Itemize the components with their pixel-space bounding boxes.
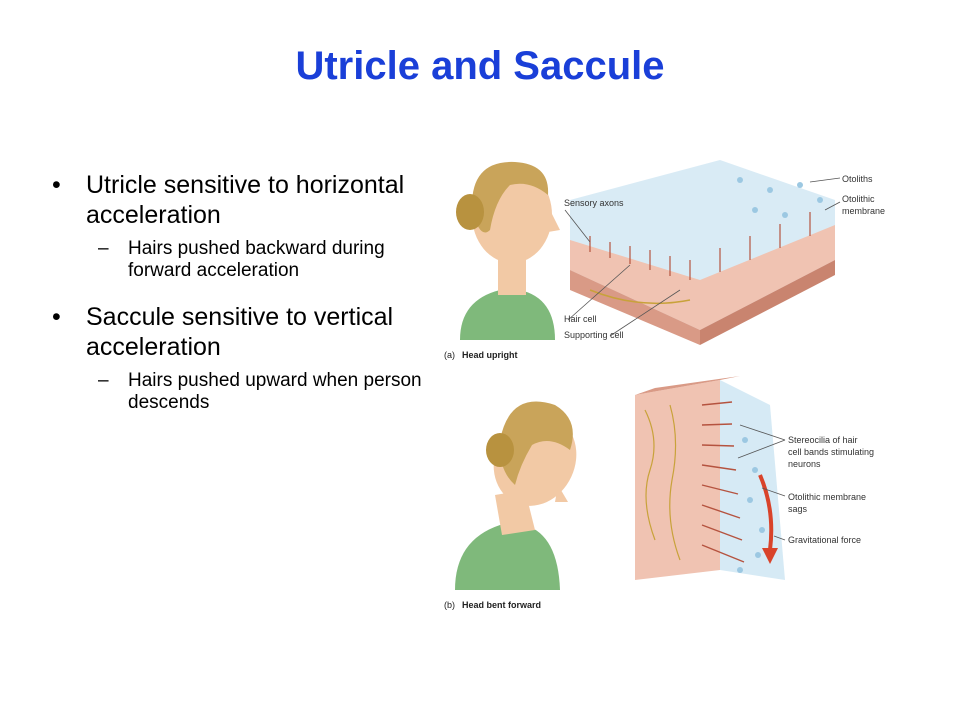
label-stereocilia-line2: cell bands stimulating — [788, 447, 874, 457]
bullet-saccule-text: Saccule sensitive to vertical accelerati… — [86, 303, 393, 361]
slide-title: Utricle and Saccule — [0, 44, 960, 89]
label-gravitational-force: Gravitational force — [788, 535, 861, 545]
label-supporting-cell: Supporting cell — [564, 330, 624, 340]
label-otoliths: Otoliths — [842, 174, 873, 184]
subbullet-saccule: – Hairs pushed upward when person descen… — [52, 370, 422, 414]
caption-b-letter: (b) — [444, 600, 455, 610]
label-hair-cell: Hair cell — [564, 314, 597, 324]
utricle-macula-diagram — [570, 160, 835, 345]
label-membrane-sags-line1: Otolithic membrane — [788, 492, 866, 502]
head-bent-forward-illustration — [455, 400, 591, 590]
bullet-saccule: • Saccule sensitive to vertical accelera… — [52, 302, 422, 362]
head-upright-illustration — [456, 162, 560, 340]
saccule-macula-diagram — [635, 376, 785, 580]
subbullet-saccule-text: Hairs pushed upward when person descends — [128, 370, 422, 413]
subbullet-dash: – — [98, 238, 109, 260]
caption-a-text: Head upright — [462, 350, 518, 360]
label-otolithic-membrane-line2: membrane — [842, 206, 885, 216]
bullet-dot: • — [52, 302, 61, 332]
bullet-list: • Utricle sensitive to horizontal accele… — [52, 170, 422, 414]
label-sensory-axons: Sensory axons — [564, 198, 624, 208]
subbullet-utricle: – Hairs pushed backward during forward a… — [52, 238, 422, 282]
caption-a-letter: (a) — [444, 350, 455, 360]
label-stereocilia-line3: neurons — [788, 459, 821, 469]
vestibular-figure: Otoliths Otolithic membrane Sensory axon… — [440, 140, 910, 620]
bullet-dot: • — [52, 170, 61, 200]
caption-b-text: Head bent forward — [462, 600, 541, 610]
bullet-utricle-text: Utricle sensitive to horizontal accelera… — [86, 171, 404, 229]
bullet-utricle: • Utricle sensitive to horizontal accele… — [52, 170, 422, 230]
subbullet-dash: – — [98, 370, 109, 392]
label-otolithic-membrane-line1: Otolithic — [842, 194, 875, 204]
label-membrane-sags-line2: sags — [788, 504, 808, 514]
subbullet-utricle-text: Hairs pushed backward during forward acc… — [128, 238, 385, 281]
label-stereocilia-line1: Stereocilia of hair — [788, 435, 858, 445]
